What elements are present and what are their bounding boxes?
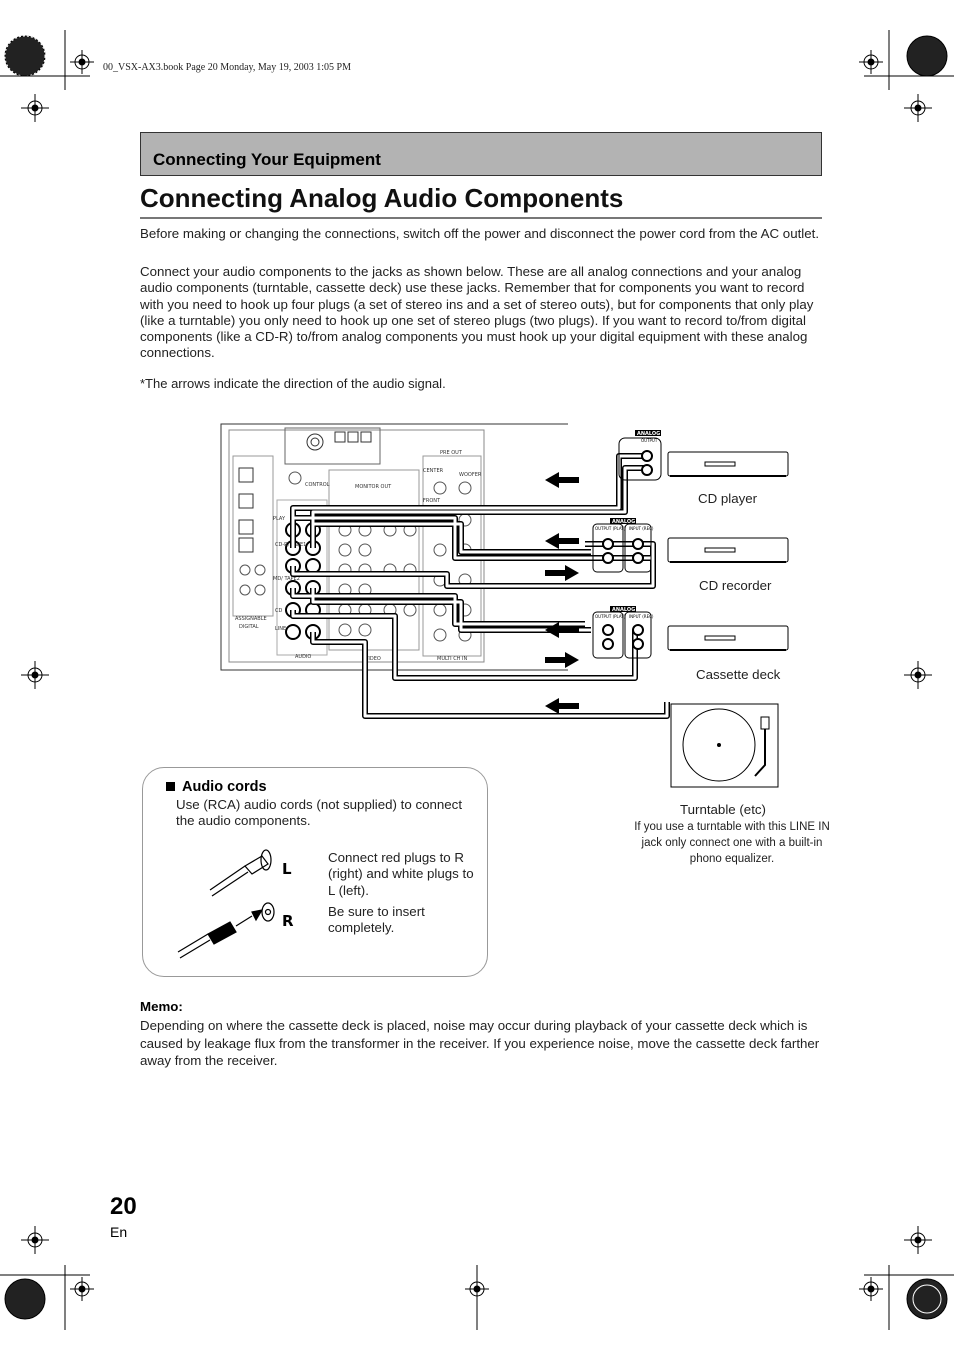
title-rule [140,217,822,219]
label-output-play-tape: OUTPUT (PLAY) [595,614,626,619]
memo-heading: Memo: [140,999,183,1014]
audio-cords-heading: Audio cords [166,779,267,795]
label-output: OUTPUT [641,438,658,443]
label-video: VIDEO [365,656,381,662]
turntable-label: Turntable (etc) [680,802,766,817]
label-pre-out: PRE OUT [440,450,463,456]
connection-diagram: PLAY CD-R/ TAPE1 MD/ TAPE2 CD LINE AUDIO… [220,423,789,788]
cables-inner [291,454,669,718]
arrow-note: *The arrows indicate the direction of th… [140,376,446,391]
square-bullet-icon [166,782,175,791]
label-cd: CD [275,608,282,614]
label-digital: DIGITAL [239,624,259,630]
label-center: CENTER [423,468,444,474]
label-md-tape2: MD/ TAPE2 [273,576,300,582]
rca-plug-icon: L R [177,849,294,959]
rosette-top-left [4,35,46,77]
signal-arrows [545,472,579,714]
label-assignable: ASSIGNABLE [235,616,267,622]
cassette-jacks [592,606,652,659]
rosette-bottom-left [4,1278,46,1320]
intro-paragraph: Before making or changing the connection… [140,226,820,241]
page-title: Connecting Analog Audio Components [140,183,624,213]
print-header: 00_VSX-AX3.book Page 20 Monday, May 19, … [103,62,351,73]
label-control: CONTROL [305,482,330,488]
label-front: FRONT [423,498,441,504]
label-analog-tape: ANALOG [612,607,635,613]
body-paragraph: Connect your audio components to the jac… [140,264,814,361]
cd-recorder-device [667,537,789,563]
label-input-rec-cdr: INPUT (REC) [629,526,654,531]
section-title: Connecting Your Equipment [153,150,381,169]
page-number: 20 [110,1193,137,1220]
audio-cords-note-2: Be sure to insert completely. [328,904,425,936]
label-analog-cdr: ANALOG [612,519,635,525]
label-play-top: PLAY [273,516,286,522]
rosette-bottom-right [906,1278,948,1320]
turntable-device [670,703,779,788]
section-band: Connecting Your Equipment [140,132,822,176]
label-output-play-cdr: OUTPUT (PLAY) [595,526,626,531]
cassette-deck-label: Cassette deck [696,667,781,682]
plug-l-label: L [282,860,292,878]
audio-cords-description: Use (RCA) audio cords (not supplied) to … [176,797,463,829]
label-monitor-out: MONITOR OUT [355,484,392,490]
audio-cords-note-1: Connect red plugs to R (right) and white… [328,850,474,898]
label-analog-cd: ANALOG [637,431,660,437]
cassette-deck-device [667,625,789,651]
label-multi-ch-in: MULTI CH IN [437,656,468,662]
audio-cords-box [142,767,488,977]
plug-r-label: R [282,912,294,930]
rosette-top-right [906,35,948,77]
label-line: LINE [275,626,286,632]
turntable-note: If you use a turntable with this LINE IN… [634,821,830,865]
page-language: En [110,1224,128,1240]
memo-text: Depending on where the cassette deck is … [140,1018,820,1068]
cd-player-jacks [618,430,662,481]
label-audio: AUDIO [295,654,311,660]
audio-cords-title: Audio cords [182,779,267,795]
cd-player-device [667,451,789,477]
cd-recorder-jacks [592,518,652,573]
cd-recorder-label: CD recorder [699,578,772,593]
cd-player-label: CD player [698,491,758,506]
label-input-rec-tape: INPUT (REC) [629,614,654,619]
label-woofer: WOOFER [459,472,482,478]
